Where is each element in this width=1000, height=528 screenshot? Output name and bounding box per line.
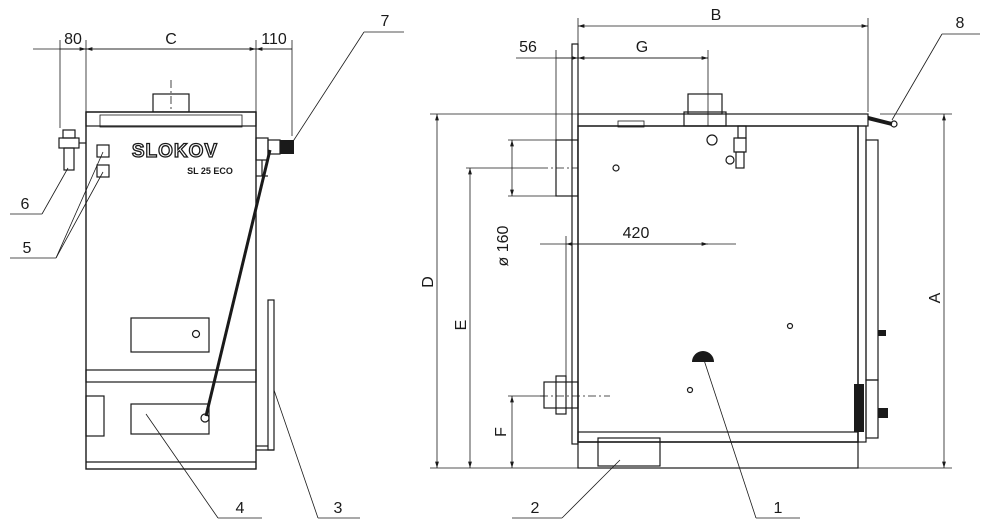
dim-d-label: D — [420, 276, 437, 288]
model-label: SL 25 ECO — [187, 166, 233, 176]
hinge-block — [854, 384, 864, 432]
dim-420-label: 420 — [623, 225, 650, 242]
dim-56-label: 56 — [519, 39, 537, 56]
dim-diameter-label: ø 160 — [495, 225, 512, 266]
dim-f-label: F — [493, 427, 510, 437]
screw — [686, 386, 694, 394]
thermometer-gauge — [96, 164, 110, 178]
dim-80-label: 80 — [64, 31, 82, 48]
cleaning-opening — [692, 351, 714, 362]
top-cover-inner — [99, 114, 243, 128]
ash-door-knob — [200, 413, 210, 423]
leader-line — [561, 459, 621, 519]
callout-3: 3 — [334, 500, 343, 517]
safety-valve-6 — [58, 129, 86, 171]
door-band — [85, 369, 257, 383]
leader-line — [289, 31, 365, 147]
draft-regulator-7 — [255, 137, 294, 177]
leader-line — [891, 33, 943, 121]
side-top-cover — [577, 113, 869, 127]
top-outlet-flange — [683, 111, 727, 127]
hinge-detail — [878, 330, 886, 336]
callout-8: 8 — [956, 15, 965, 32]
callout-5: 5 — [23, 240, 32, 257]
callout-2: 2 — [531, 500, 540, 517]
dim-a-label: A — [927, 292, 944, 303]
leader-line — [55, 151, 104, 259]
leader-line — [41, 167, 69, 215]
callout-7: 7 — [381, 13, 390, 30]
door-profile — [865, 139, 879, 381]
return-pipe — [540, 375, 610, 415]
brand-logo: SLOKOV — [132, 141, 218, 162]
callout-1: 1 — [774, 500, 783, 517]
dim-b-label: B — [711, 7, 722, 24]
callout-4: 4 — [236, 500, 245, 517]
dim-c-label: C — [165, 31, 177, 48]
door-hinge — [85, 395, 105, 437]
thermometer-gauge — [96, 144, 110, 158]
side-valve — [725, 125, 747, 169]
lower-door-profile — [865, 379, 879, 439]
leader-line — [703, 359, 757, 519]
dim-g-label: G — [636, 39, 648, 56]
top-outlet-stub — [687, 93, 723, 115]
door-knob — [191, 329, 201, 339]
handle-8 — [867, 116, 898, 128]
base-plinth — [577, 441, 859, 469]
top-cover — [85, 111, 257, 127]
outlet-port — [706, 134, 718, 146]
front-view: 80 C 110 SLOKOV SL 25 ECO — [10, 13, 404, 519]
cleaning-tool-3 — [256, 299, 275, 451]
leader-line — [55, 171, 104, 259]
leader-line — [273, 389, 319, 519]
side-view: B 56 G — [420, 7, 980, 519]
top-detail — [617, 120, 645, 128]
dim-110-label: 110 — [261, 31, 287, 48]
port-dot — [612, 164, 620, 172]
dim-e-label: E — [453, 320, 470, 331]
regulator-chain — [204, 149, 272, 417]
hinge-block — [878, 408, 888, 418]
callout-6: 6 — [21, 196, 30, 213]
screw — [786, 322, 794, 330]
side-boiler-body — [577, 125, 859, 443]
upper-door — [130, 317, 210, 353]
leader-line — [145, 413, 219, 519]
ash-pan — [597, 437, 661, 467]
